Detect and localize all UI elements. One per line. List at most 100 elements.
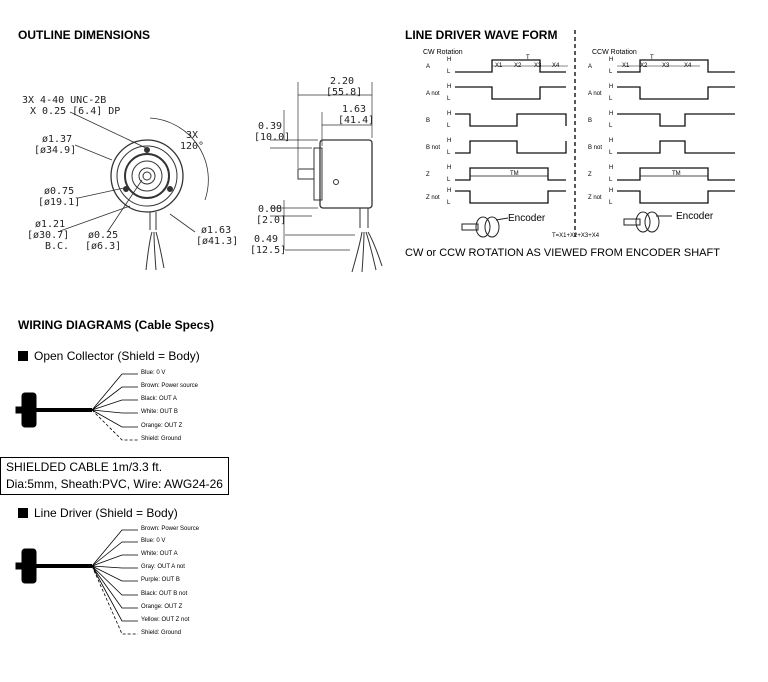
angle-value: 120° [180,141,205,152]
ld-wire-label: Orange: OUT Z [141,604,183,610]
encoder-label-ccw: Encoder [676,211,714,222]
len-049-mm: [12.5] [250,245,287,256]
dim-163-dia: ø1.63 [ø41.3] [196,225,238,247]
dim-121-bc: B.C. [45,241,70,252]
oc-wire-label: White: OUT B [141,409,178,415]
len-220-in: 2.20 [330,76,355,87]
angle-dim: 3X 120° [180,130,204,152]
dim-121-in: ø1.21 [35,219,66,230]
dim-163-dia-in: ø1.63 [201,225,232,236]
oc-wire-label: Black: OUT A [141,396,177,402]
angle-count: 3X [186,130,199,141]
bullet-square-icon [18,508,28,518]
dim-137: ø1.37 [ø34.9] [34,134,76,156]
dim-025: ø0.25 [ø6.3] [85,230,121,252]
high-level-label: H [447,138,452,144]
len-049-in: 0.49 [254,234,279,245]
channel-label-ccw-1: A not [588,91,602,97]
wiring-title: WIRING DIAGRAMS (Cable Specs) [18,318,215,332]
channel-label-cw-1: A not [426,91,440,97]
encoder-label-cw: Encoder [508,213,546,224]
outline-dimensions-title: OUTLINE DIMENSIONS [18,28,151,42]
period-formula: T=X1+X2+X3+X4 [552,233,600,239]
phase-label-0: X1 [495,63,503,69]
channel-label-cw-2: B [426,118,431,124]
len-220-mm: [55.8] [326,87,363,98]
dim-075-in: ø0.75 [44,186,75,197]
open-collector-title-text: Open Collector (Shield = Body) [34,349,200,363]
high-level-label: H [609,188,614,194]
len-039: 0.39 [10.0] [254,121,290,143]
low-level-label: L [447,200,451,206]
phase-label-1: X2 [640,63,648,69]
channel-label-ccw-5: Z not [588,195,602,201]
len-008-in: 0.08 [258,204,283,215]
high-level-label: H [447,84,452,90]
wiring-drawing [15,373,138,635]
low-level-label: L [447,123,451,129]
cable-spec-line-1: SHIELDED CABLE 1m/3.3 ft. [6,460,163,474]
phase-label-2: X3 [662,63,670,69]
wave-form-title: LINE DRIVER WAVE FORM [405,28,558,42]
dim-075: ø0.75 [ø19.1] [38,186,80,208]
dim-137-in: ø1.37 [42,134,73,145]
dim-137-mm: [ø34.9] [34,145,77,156]
channel-label-ccw-0: A [588,64,593,70]
line-driver-title-text: Line Driver (Shield = Body) [34,506,178,520]
len-008-mm: [2.0] [256,215,287,226]
cable-spec-box: SHIELDED CABLE 1m/3.3 ft. Dia:5mm, Sheat… [0,457,229,495]
high-level-label: H [609,138,614,144]
ld-wire-label: Black: OUT B not [141,591,188,597]
phase-label-1: X2 [514,63,522,69]
dim-025-mm: [ø6.3] [85,241,122,252]
high-level-label: H [447,165,452,171]
len-049: 0.49 [12.5] [250,234,286,256]
high-level-label: H [447,111,452,117]
period-label: T [526,55,530,61]
low-level-label: L [447,96,451,102]
ccw-rotation-label: CCW Rotation [592,49,637,56]
dim-121-mm: [ø30.7] [27,230,70,241]
phase-label-0: X1 [622,63,630,69]
ld-wire-label: Blue: 0 V [141,538,166,544]
wave-caption: CW or CCW ROTATION AS VIEWED FROM ENCODE… [405,247,720,259]
high-level-label: H [609,57,614,63]
thread-line-1: 3X 4-40 UNC-2B [22,95,107,106]
phase-label-3: X4 [684,63,692,69]
low-level-label: L [609,150,613,156]
len-220: 2.20 [55.8] [326,76,362,98]
cw-rotation-label: CW Rotation [423,49,463,56]
tm-label: TM [510,171,519,177]
len-163: 1.63 [41.4] [338,104,374,126]
high-level-label: H [609,165,614,171]
ld-wire-label: Purple: OUT B [141,577,180,583]
period-label: T [650,55,654,61]
ld-wire-label: Shield: Ground [141,630,182,636]
len-163-mm: [41.4] [338,115,375,126]
channel-label-cw-3: B not [426,145,441,151]
high-level-label: H [609,84,614,90]
dim-075-mm: [ø19.1] [38,197,81,208]
oc-wire-label: Brown: Power source [141,383,199,389]
channel-label-ccw-2: B [588,118,593,124]
len-163-in: 1.63 [342,104,367,115]
open-collector-title: Open Collector (Shield = Body) [18,349,200,363]
low-level-label: L [609,177,613,183]
low-level-label: L [447,177,451,183]
ld-wire-label: White: OUT A [141,551,178,557]
oc-wire-label: Orange: OUT Z [141,423,183,429]
low-level-label: L [447,150,451,156]
wave-form-drawing [455,59,735,204]
ld-wire-label: Gray: OUT A not [141,564,185,570]
oc-wire-label: Blue: 0 V [141,370,166,376]
bullet-square-icon [18,351,28,361]
channel-label-ccw-4: Z [588,172,592,178]
channel-label-cw-4: Z [426,172,430,178]
low-level-label: L [609,96,613,102]
tm-label: TM [672,171,681,177]
thread-spec: 3X 4-40 UNC-2B X 0.25 [6.4] DP [22,95,120,117]
dim-121: ø1.21 [ø30.7] B.C. [27,219,69,252]
front-view [59,111,209,271]
